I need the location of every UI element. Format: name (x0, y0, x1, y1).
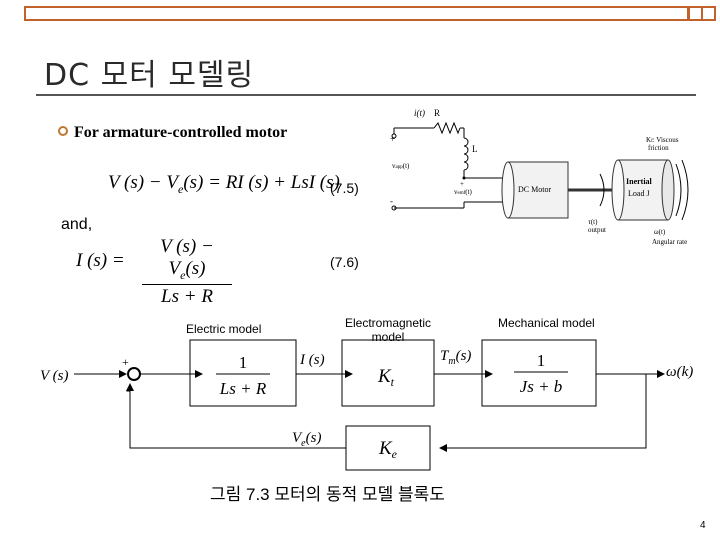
kt-gain: Kt (377, 366, 395, 389)
load-end-cap (661, 159, 675, 221)
bullet-icon (58, 126, 68, 136)
load-end-cap (611, 159, 625, 221)
inductor-label: L (472, 144, 478, 154)
electric-model-block (189, 339, 297, 407)
terminal (462, 176, 466, 180)
torque-signal-label: Tm(s) (440, 348, 471, 367)
fraction-line (142, 283, 232, 285)
torque-label-line2: output (588, 226, 606, 234)
motor-end-cap (501, 161, 515, 219)
block-diagram: 1 Ls + R Kt 1 Js + b Ke V (s) + - I (s) … (40, 339, 693, 471)
ke-gain: Ke (378, 438, 398, 461)
terminal (391, 205, 397, 211)
electromagnetic-label-line1: Electromagnetic (344, 316, 432, 330)
vemf-label: vemf(t) (454, 188, 473, 196)
eq2-lhs: I (s) = (76, 250, 125, 271)
electromagnetic-model-label: Electromagnetic model (330, 316, 446, 344)
minus-sign: - (460, 204, 463, 212)
eq2-numer-sub: e (180, 267, 186, 282)
output-label: ω(k) (666, 364, 693, 380)
friction-label-line1: Kf: Viscous (646, 136, 679, 144)
inductor-symbol (463, 137, 469, 171)
minus-sign: - (390, 196, 393, 206)
eq1-sub: e (178, 181, 184, 196)
eq2-fraction: V (s) − Ve(s) Ls + R (142, 236, 232, 308)
dc-motor-body (507, 161, 569, 219)
mechanical-model-block (481, 339, 597, 407)
current-signal-label: I (s) (299, 352, 325, 368)
back-emf-signal-label: Ve(s) (292, 430, 321, 449)
resistor-label: R (434, 108, 440, 118)
plus-sign: + (460, 180, 464, 188)
eq1-right: (s) = RI (s) + LsI (s) (183, 172, 340, 193)
header-square (701, 6, 716, 21)
load-label-line2: Load J (628, 189, 650, 198)
eq2-numerator: V (s) − Ve(s) (142, 236, 232, 283)
electromagnetic-model-block (341, 339, 435, 407)
b1-numerator: 1 (239, 353, 248, 372)
speed-label-line1: ω(t) (654, 228, 666, 236)
plus-sign: + (390, 134, 395, 144)
eq1-left: V (s) − V (108, 172, 178, 193)
electromagnetic-label-line2: model (371, 330, 405, 344)
minus-sign: - (126, 383, 130, 397)
mechanical-model-label: Mechanical model (498, 316, 595, 330)
summing-junction (127, 367, 141, 381)
header-bar (24, 6, 689, 21)
equation-number: (7.6) (330, 254, 359, 270)
terminal (391, 133, 397, 139)
resistor-symbol (433, 121, 461, 135)
eq2-numer-tail: (s) (185, 258, 206, 279)
torque-label-line1: τ(t) (588, 218, 598, 226)
title-underline (36, 94, 696, 96)
speed-arrow (681, 159, 689, 221)
bullet-text: For armature-controlled motor (74, 124, 288, 141)
eq2-numer: V (s) − V (160, 236, 214, 279)
current-label: i(t) (414, 108, 425, 118)
equation-7-5: V (s) − Ve(s) = RI (s) + LsI (s) (108, 172, 340, 197)
speed-label-line2: Angular rate (652, 238, 687, 246)
plus-sign: + (122, 355, 129, 369)
b3-numerator: 1 (537, 351, 546, 370)
input-label: V (s) (40, 368, 68, 384)
b3-denominator: Js + b (520, 377, 563, 396)
load-label-line1: Inertial (626, 177, 653, 186)
friction-arrow (675, 163, 682, 217)
and-text: and, (61, 216, 93, 233)
figure-caption: 그림 7.3 모터의 동적 모델 블록도 (210, 485, 445, 504)
eq2-denominator: Ls + R (161, 285, 213, 307)
motor-label: DC Motor (518, 185, 551, 194)
page-number: 4 (700, 520, 706, 531)
vapp-label: vapp(t) (392, 162, 410, 170)
equation-number: (7.5) (330, 180, 359, 196)
inertial-load (617, 159, 669, 221)
motor-circuit-diagram: i(t) R L + - vapp(t) + vemf(t) - DC Moto… (390, 108, 689, 246)
slide-title: DC 모터 모델링 (44, 58, 255, 93)
feedback-path (439, 374, 647, 452)
friction-label-line2: friction (648, 144, 669, 152)
b1-denominator: Ls + R (219, 379, 267, 398)
torque-arrow (599, 173, 605, 207)
electric-model-label: Electric model (186, 322, 262, 336)
feedback-arrow (126, 383, 346, 449)
